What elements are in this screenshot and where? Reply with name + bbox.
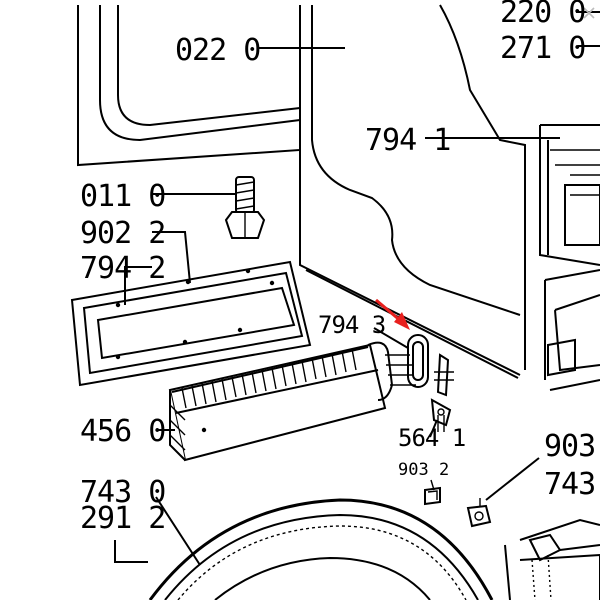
bolt-part [224, 176, 266, 239]
gasket-parts [70, 260, 312, 387]
thermostat-bracket-part [407, 334, 429, 388]
label-743-0-left: 743 0 [80, 475, 165, 510]
clip-part [424, 486, 441, 506]
label-291-2: 291 2 [80, 501, 165, 536]
label-794-3: 794 3 [318, 311, 385, 339]
label-011-0: 011 0 [80, 179, 165, 214]
label-794-2: 794 2 [80, 251, 165, 286]
label-902-2: 902 2 [80, 216, 165, 251]
heating-element-part [168, 341, 416, 462]
label-903-0: 903 0 [544, 429, 600, 464]
label-903-2: 903 2 [398, 460, 449, 480]
leader-lines [114, 11, 600, 566]
drum-part [148, 498, 494, 600]
label-794-1: 794 1 [365, 123, 450, 158]
close-button[interactable] [578, 0, 600, 22]
door-frame [77, 5, 521, 379]
label-564-1: 564 1 [398, 424, 465, 452]
side-housing [439, 4, 600, 391]
close-icon [583, 7, 595, 19]
fastener-part [466, 498, 492, 528]
label-220-0: 220 0 [500, 0, 585, 30]
base-housing [504, 518, 600, 600]
label-022-0: 022 0 [175, 33, 260, 68]
highlight-arrow [375, 298, 410, 330]
label-743-0-right: 743 0 [544, 467, 600, 502]
label-271-0: 271 0 [500, 31, 585, 66]
highlight-arrow-head [394, 312, 410, 330]
sensor-part [430, 353, 454, 432]
label-456-0: 456 0 [80, 414, 165, 449]
